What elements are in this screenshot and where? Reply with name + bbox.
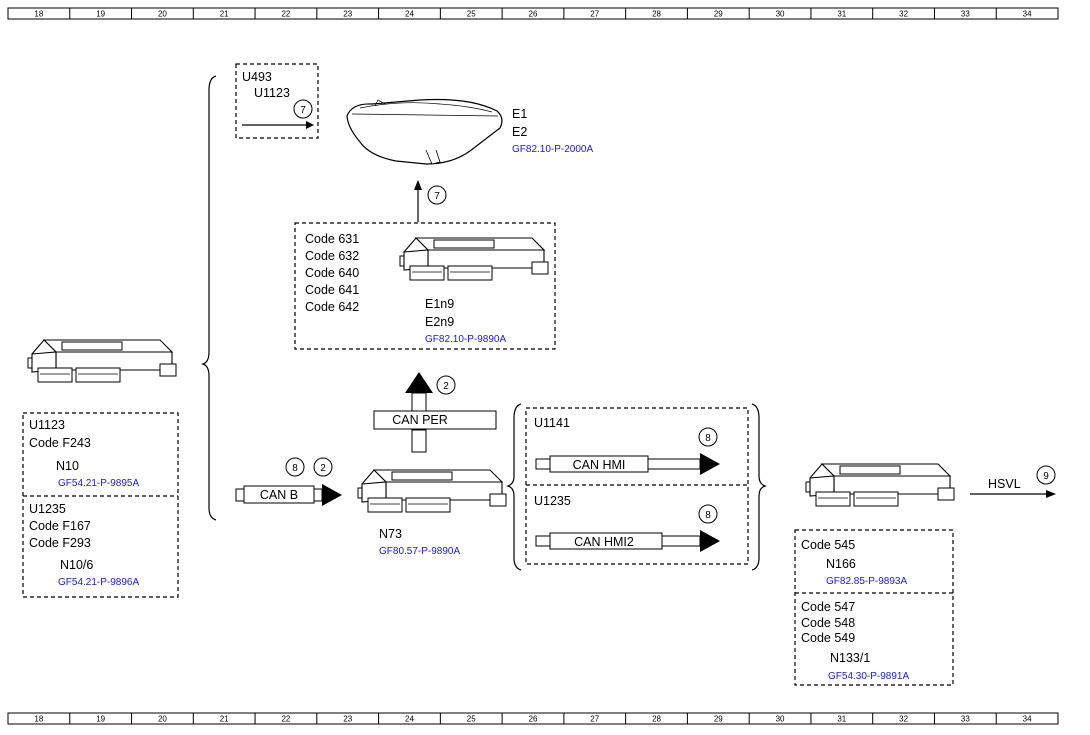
bottom-ruler: 18 19 20 21 22 23 24 25 26 27 28 29 30 31 32 33 34 (7, 712, 1059, 725)
top-ruler-label: 26 (529, 10, 538, 19)
left-ref-a[interactable]: GF54.21-P-9895A (58, 478, 139, 489)
headlamp-module-unit-2: E2n9 (425, 315, 454, 329)
can-b-badge-2: 2 (320, 463, 326, 474)
top-ruler-label: 28 (652, 10, 661, 19)
right-ref-b[interactable]: GF54.30-P-9891A (828, 671, 909, 682)
hmi-badge-1: 8 (705, 433, 711, 444)
top-ruler-label: 18 (34, 10, 43, 19)
headlamp-unit-2: E2 (512, 125, 527, 139)
bottom-ruler-label: 26 (529, 715, 538, 724)
hsvl-connection: HSVL 9 (970, 465, 1056, 498)
top-ruler-label: 32 (899, 10, 908, 19)
headlamp-module-box (294, 222, 556, 350)
headlamp: E1 E2 GF82.10-P-2000A (346, 98, 593, 165)
left-ref-b[interactable]: GF54.21-P-9896A (58, 577, 139, 588)
central-gateway: N73 GF80.57-P-9890A (357, 469, 507, 557)
hmi-variant-1: U1141 (534, 416, 570, 430)
hmi-badge-2: 8 (705, 510, 711, 521)
left-variant-a: U1123 (29, 418, 65, 432)
top-ruler-label: 34 (1023, 10, 1032, 19)
hsvl-badge: 9 (1043, 471, 1049, 482)
top-ruler-label: 25 (467, 10, 476, 19)
top-ruler-label: 21 (220, 10, 229, 19)
headlamp-code-4: Code 641 (305, 283, 359, 297)
headlamp-variant-box: U493 U1123 7 (235, 63, 319, 139)
bottom-ruler-label: 30 (776, 715, 785, 724)
top-ruler-label: 29 (714, 10, 723, 19)
bottom-ruler-label: 34 (1023, 715, 1032, 724)
variant-badge: 7 (300, 105, 306, 116)
headlamp-module: Code 631 Code 632 Code 640 Code 641 Code… (294, 222, 556, 350)
can-b-label: CAN B (260, 488, 298, 502)
can-per-badge: 2 (443, 381, 449, 392)
right-unit-b: N133/1 (830, 651, 870, 665)
top-ruler-label: 31 (837, 10, 846, 19)
can-b-connection: CAN B 8 2 (235, 457, 342, 506)
right-code-b3: Code 549 (801, 631, 855, 645)
bottom-ruler-label: 33 (961, 715, 970, 724)
bottom-ruler-label: 29 (714, 715, 723, 724)
hsvl-label: HSVL (988, 477, 1021, 491)
right-code-b2: Code 548 (801, 616, 855, 630)
top-ruler-label: 33 (961, 10, 970, 19)
headlamp-module-ref[interactable]: GF82.10-P-9890A (425, 334, 506, 345)
gateway-unit: N73 (379, 527, 402, 541)
headlamp-code-1: Code 631 (305, 232, 359, 246)
right-ref-a[interactable]: GF82.85-P-9893A (826, 576, 907, 587)
headlamp-code-2: Code 632 (305, 249, 359, 263)
right-code-b1: Code 547 (801, 600, 855, 614)
can-per-label: CAN PER (392, 413, 448, 427)
hmi-variant-2: U1235 (534, 494, 571, 508)
bottom-ruler-label: 28 (652, 715, 661, 724)
can-per-connection: CAN PER 2 (373, 372, 497, 453)
left-code-a: Code F243 (29, 436, 91, 450)
bottom-ruler-label: 27 (590, 715, 599, 724)
right-unit-a: N166 (826, 557, 856, 571)
left-code-b1: Code F167 (29, 519, 91, 533)
top-ruler-label: 22 (281, 10, 290, 19)
bottom-ruler-label: 20 (158, 715, 167, 724)
can-b-badge-1: 8 (292, 463, 298, 474)
left-brace (201, 75, 217, 521)
hmi-group: U1141 CAN HMI 8 U1235 CAN HMI2 8 (506, 403, 767, 571)
headlamp-ref[interactable]: GF82.10-P-2000A (512, 144, 593, 155)
left-code-b2: Code F293 (29, 536, 91, 550)
variant-line-1: U493 (242, 70, 272, 84)
bottom-ruler-label: 21 (220, 715, 229, 724)
headlamp-code-5: Code 642 (305, 300, 359, 314)
left-unit-a: N10 (56, 459, 79, 473)
top-ruler-label: 23 (343, 10, 352, 19)
top-ruler: 18 19 20 21 22 23 24 25 26 27 28 29 30 31 32 33 34 (7, 7, 1059, 20)
hmi-bus-1: CAN HMI (573, 458, 626, 472)
top-ruler-label: 30 (776, 10, 785, 19)
headlamp-unit-1: E1 (512, 107, 527, 121)
bottom-ruler-label: 31 (837, 715, 846, 724)
hmi-bus-2: CAN HMI2 (574, 535, 634, 549)
bottom-ruler-label: 25 (467, 715, 476, 724)
bottom-ruler-label: 18 (34, 715, 43, 724)
top-ruler-label: 19 (96, 10, 105, 19)
top-ruler-label: 27 (590, 10, 599, 19)
right-control-unit: Code 545 N166 GF82.85-P-9893A Code 547 C… (794, 463, 955, 686)
bottom-ruler-label: 32 (899, 715, 908, 724)
headlamp-code-3: Code 640 (305, 266, 359, 280)
right-module-box (794, 529, 954, 686)
bottom-ruler-label: 22 (281, 715, 290, 724)
gateway-ref[interactable]: GF80.57-P-9890A (379, 546, 460, 557)
left-unit-b: N10/6 (60, 558, 93, 572)
bottom-ruler-label: 23 (343, 715, 352, 724)
bottom-ruler-label: 24 (405, 715, 414, 724)
top-ruler-label: 24 (405, 10, 414, 19)
bottom-ruler-label: 19 (96, 715, 105, 724)
left-variant-b: U1235 (29, 502, 66, 516)
headlamp-arrow: 7 (414, 180, 447, 222)
left-module-box (22, 412, 179, 598)
left-control-unit: U1123 Code F243 N10 GF54.21-P-9895A U123… (22, 339, 179, 598)
top-ruler-label: 20 (158, 10, 167, 19)
headlamp-arrow-badge: 7 (434, 191, 440, 202)
headlamp-module-unit-1: E1n9 (425, 297, 454, 311)
right-code-a: Code 545 (801, 538, 855, 552)
variant-line-2: U1123 (254, 86, 290, 100)
